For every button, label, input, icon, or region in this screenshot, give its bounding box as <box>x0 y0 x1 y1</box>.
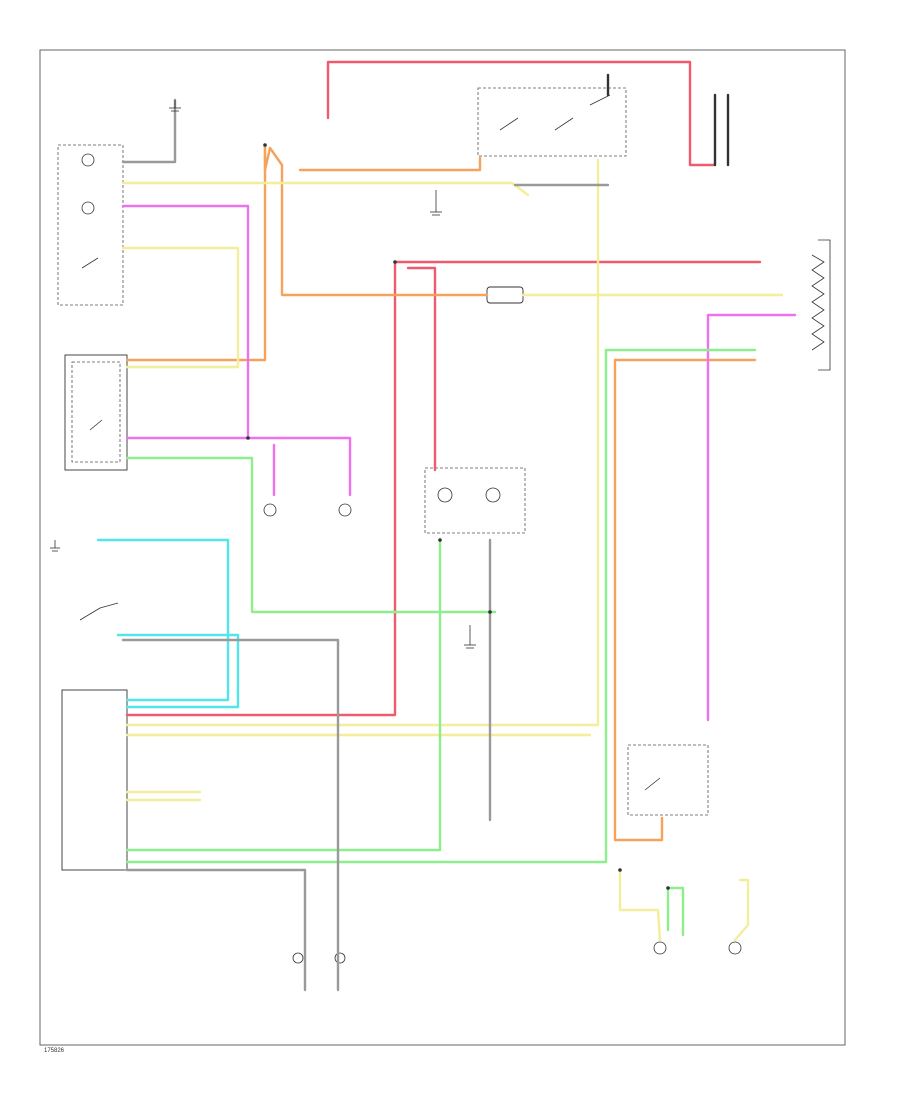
bulb-icon <box>81 153 95 167</box>
wires <box>96 60 797 992</box>
gray-wire <box>121 98 177 164</box>
right-connector-coil <box>811 254 825 351</box>
bulb-icon <box>728 941 742 955</box>
bulb-icon <box>653 941 667 955</box>
bulb-icon <box>263 503 277 517</box>
ground-icon <box>464 625 476 649</box>
headlight-switch-block <box>57 144 124 306</box>
orange-wire <box>298 156 482 172</box>
red-wire <box>406 266 437 472</box>
cyan-wire <box>96 538 230 702</box>
bulb-icon <box>338 503 352 517</box>
gray-wire <box>125 868 307 992</box>
top-relay-block <box>477 87 627 157</box>
ground-icon <box>169 100 181 112</box>
switch-contact-icon <box>81 257 99 269</box>
ground-symbols <box>50 100 476 649</box>
ground-icon <box>430 190 442 216</box>
pink-wire <box>121 204 250 440</box>
black-wire <box>713 93 730 167</box>
pink-wire <box>246 436 352 497</box>
pink-wire <box>706 313 797 722</box>
yellow-wire <box>733 878 750 942</box>
junction-dots <box>246 143 670 890</box>
bulb-icon <box>334 952 346 964</box>
red-wire <box>326 60 717 167</box>
bulb-icon <box>437 487 453 503</box>
yellow-wire <box>618 868 662 942</box>
orange-wire <box>125 143 267 362</box>
green-wire <box>125 348 757 864</box>
bulb-icon <box>292 952 304 964</box>
green-wire <box>666 886 685 937</box>
yellow-wire <box>125 158 600 727</box>
gray-wire <box>121 638 340 992</box>
diagram-frame <box>39 49 846 1046</box>
components <box>57 87 831 964</box>
diagram-code: 175826 <box>44 1048 65 1054</box>
green-wire <box>125 456 497 614</box>
connector-block <box>486 286 524 304</box>
control-module-block <box>61 689 128 871</box>
dimmer-switch-inner <box>71 361 121 463</box>
center-socket-block <box>424 467 526 534</box>
orange-wire <box>613 358 757 842</box>
relay-contact-icon <box>644 777 661 791</box>
red-wire <box>125 260 397 717</box>
dimmer-switch-block <box>64 354 128 471</box>
ignition-switch-contact-icon <box>79 602 119 621</box>
switch-contact-icon <box>89 419 103 431</box>
lower-relay-block <box>627 744 709 816</box>
yellow-wire <box>121 246 240 369</box>
right-connector-bracket <box>818 239 831 371</box>
ground-icon <box>50 540 60 552</box>
yellow-wire <box>121 181 530 197</box>
bulb-icon <box>81 201 95 215</box>
bulb-icon <box>485 487 501 503</box>
cyan-wire <box>116 633 240 709</box>
relay-contact-icon <box>499 94 611 131</box>
orange-wire <box>263 143 489 297</box>
green-wire <box>125 538 442 852</box>
